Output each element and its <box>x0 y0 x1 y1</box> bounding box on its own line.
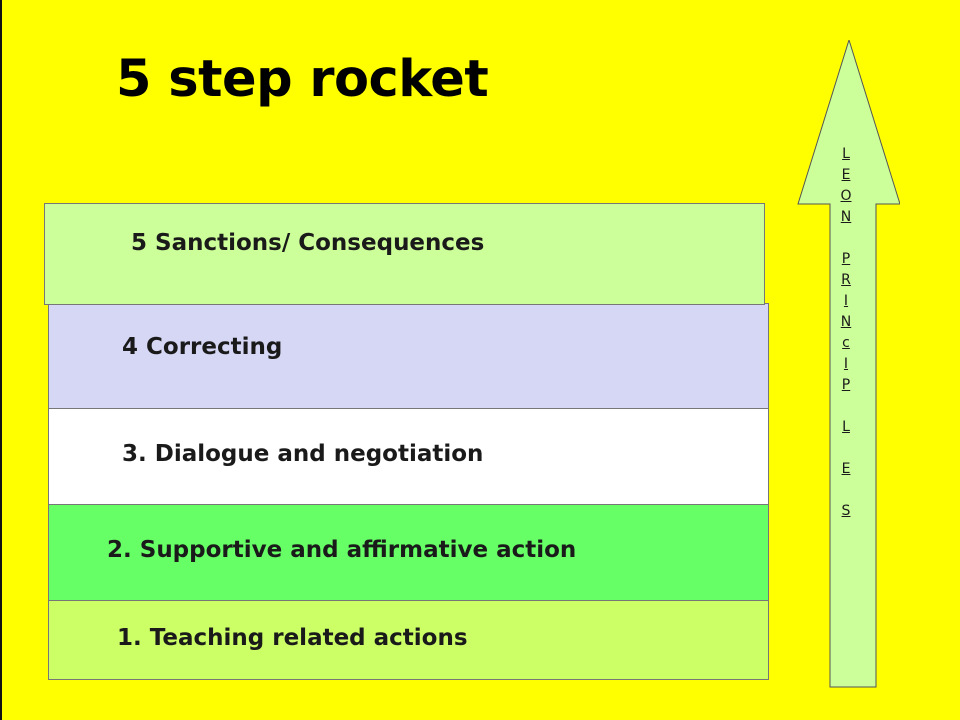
rocket-step-5-label: 5 Sanctions/ Consequences <box>131 230 485 256</box>
leon-principles-text: L E O N P R I N c I P L E S <box>840 146 852 519</box>
principles-arrow: L E O N P R I N c I P L E S <box>794 40 900 690</box>
up-arrow-icon <box>797 40 900 688</box>
rocket-step-3-label: 3. Dialogue and negotiation <box>122 441 484 467</box>
rocket-step-1-label: 1. Teaching related actions <box>117 625 468 651</box>
rocket-step-2: 2. Supportive and affirmative action <box>48 504 769 601</box>
rocket-step-5: 5 Sanctions/ Consequences <box>44 203 765 305</box>
rocket-step-1: 1. Teaching related actions <box>48 600 769 680</box>
slide-title: 5 step rocket <box>116 50 489 109</box>
rocket-step-3: 3. Dialogue and negotiation <box>48 408 769 505</box>
rocket-step-4: 4 Correcting <box>48 303 769 409</box>
rocket-step-2-label: 2. Supportive and affirmative action <box>107 537 577 563</box>
rocket-step-4-label: 4 Correcting <box>122 334 283 360</box>
slide-left-border <box>0 0 2 720</box>
